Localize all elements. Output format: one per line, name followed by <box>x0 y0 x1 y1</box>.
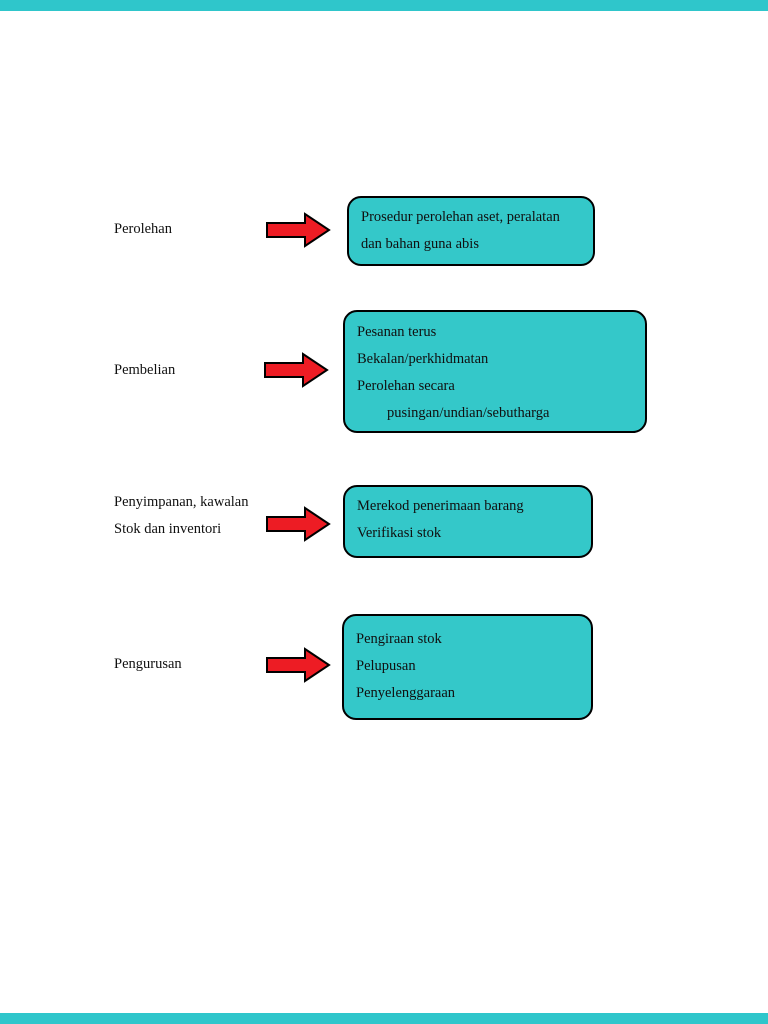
box-line: Pesanan terus <box>357 324 437 340</box>
process-box-penyimpanan: Merekod penerimaan barang Verifikasi sto… <box>343 485 593 558</box>
process-box-perolehan: Prosedur perolehan aset, peralatan dan b… <box>347 196 595 266</box>
label-line: Penyimpanan, kawalan <box>114 494 249 510</box>
box-line: Prosedur perolehan aset, peralatan <box>361 209 560 225</box>
box-line: dan bahan guna abis <box>361 236 479 252</box>
right-arrow-icon <box>266 212 331 248</box>
right-arrow-icon <box>266 647 331 683</box>
box-line: pusingan/undian/sebutharga <box>387 405 550 421</box>
right-arrow-icon <box>266 506 331 542</box>
box-line: Penyelenggaraan <box>356 685 456 701</box>
box-line: Perolehan secara <box>357 378 455 394</box>
top-teal-bar <box>0 0 768 11</box>
box-line: Pelupusan <box>356 658 416 674</box>
row-label-perolehan: Perolehan <box>114 216 172 243</box>
label-line: Perolehan <box>114 221 172 237</box>
box-line: Bekalan/perkhidmatan <box>357 351 489 367</box>
label-line: Stok dan inventori <box>114 521 222 537</box>
label-line: Pengurusan <box>114 656 182 672</box>
bottom-teal-bar <box>0 1013 768 1024</box>
process-box-pengurusan: Pengiraan stok Pelupusan Penyelenggaraan <box>342 614 593 720</box>
right-arrow-icon <box>264 352 329 388</box>
box-line: Merekod penerimaan barang <box>357 498 524 514</box>
row-label-penyimpanan: Penyimpanan, kawalan Stok dan inventori <box>114 489 249 543</box>
row-label-pengurusan: Pengurusan <box>114 651 182 678</box>
box-line: Verifikasi stok <box>357 525 442 541</box>
box-line: Pengiraan stok <box>356 631 442 647</box>
label-line: Pembelian <box>114 362 176 378</box>
row-label-pembelian: Pembelian <box>114 357 175 384</box>
process-box-pembelian: Pesanan terus Bekalan/perkhidmatan Perol… <box>343 310 647 433</box>
